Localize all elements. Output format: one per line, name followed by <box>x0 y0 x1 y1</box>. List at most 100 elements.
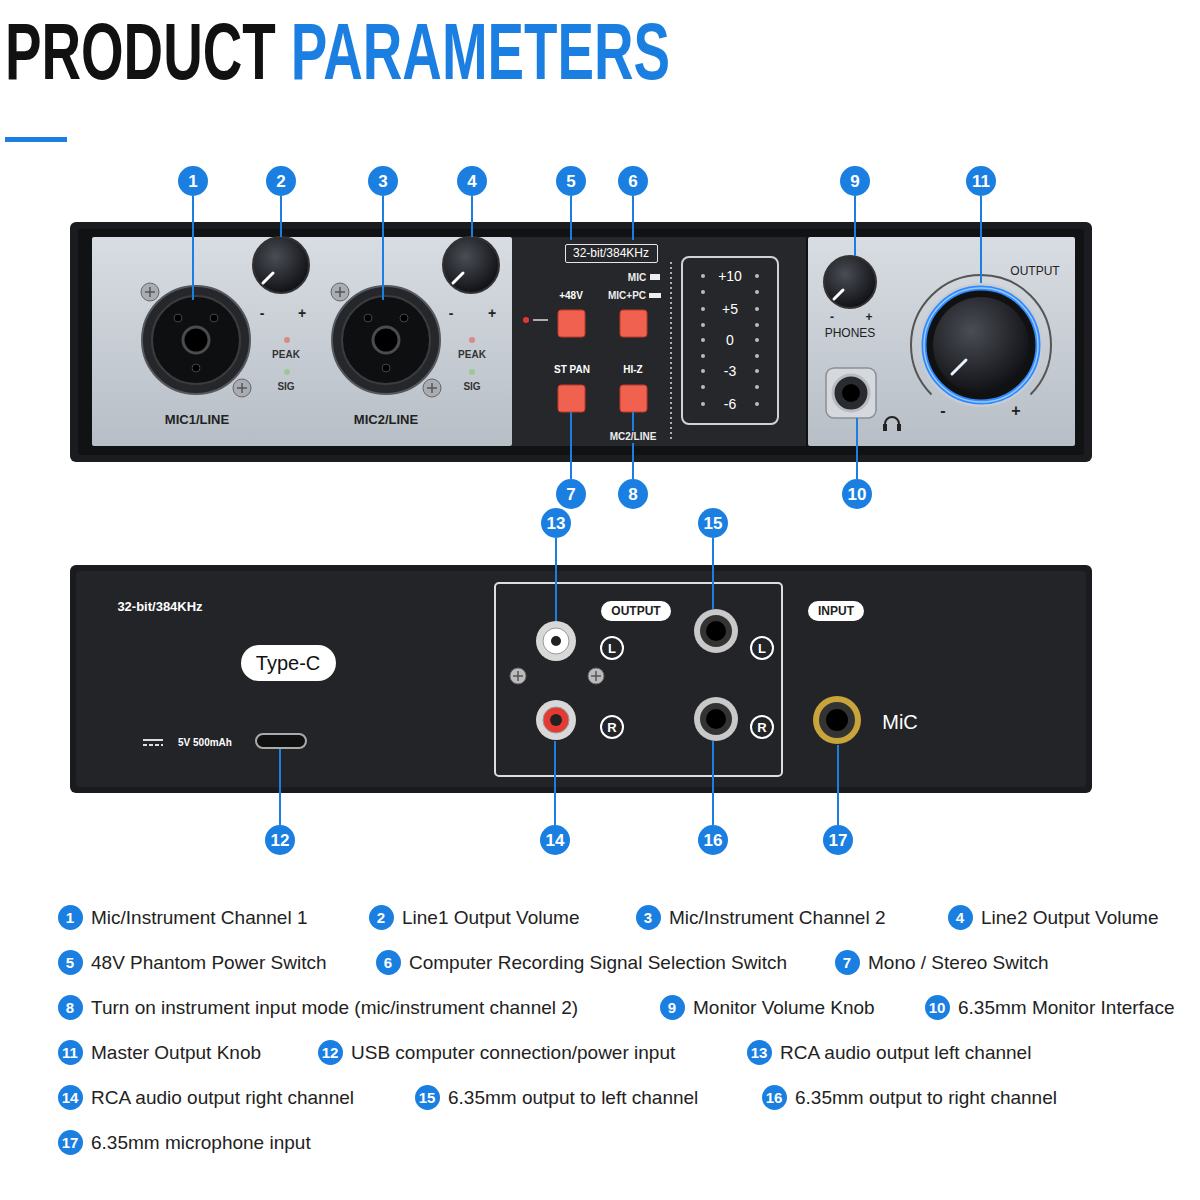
rca-jack <box>543 707 569 733</box>
leader-line <box>837 745 839 825</box>
panel-label: PEAK <box>272 350 300 360</box>
callout-number: 3 <box>368 166 398 196</box>
meter-dots <box>701 323 705 327</box>
xlr-combo-jack <box>145 287 155 297</box>
callout-number: 15 <box>415 1085 440 1110</box>
callout-number: 9 <box>840 166 870 196</box>
callout-digit: 1 <box>188 173 197 190</box>
callout-digit: 16 <box>704 832 723 849</box>
phones-section <box>834 290 843 299</box>
callout-digit: 4 <box>467 173 476 190</box>
leader-line <box>192 196 194 300</box>
xlr-combo-jack <box>373 327 399 353</box>
callout-description: Mic/Instrument Channel 1 <box>91 908 308 927</box>
front-panel <box>70 222 1092 462</box>
output-knob <box>924 288 1038 402</box>
leader-line <box>193 196 981 825</box>
quarter-inch-jack <box>694 697 738 741</box>
xlr-combo-jack <box>427 383 437 393</box>
callout-description: 6.35mm output to left channel <box>448 1088 698 1107</box>
callout-number: 8 <box>58 995 83 1020</box>
meter-value: -6 <box>683 397 777 411</box>
callout-number: 15 <box>698 508 728 538</box>
meter-value: -3 <box>683 364 777 378</box>
meter-dots <box>701 402 705 406</box>
callout-number: 13 <box>747 1040 772 1065</box>
xlr-combo-jack <box>183 327 209 353</box>
callout-digit: 15 <box>704 515 723 532</box>
callout-digit: 1 <box>66 910 74 925</box>
meter-dots <box>701 307 705 311</box>
phones-section <box>824 256 876 308</box>
rear-panel <box>495 583 782 776</box>
callout-description: Turn on instrument input mode (mic/instr… <box>91 998 578 1017</box>
xlr-combo-jack <box>423 379 441 397</box>
meter-dots <box>755 369 759 373</box>
gain-knob <box>453 273 463 283</box>
panel-label: +48V <box>559 291 583 301</box>
callout-digit: 7 <box>843 955 851 970</box>
callout-digit: 2 <box>276 173 285 190</box>
output-knob <box>924 288 1038 402</box>
front-panel <box>808 237 1075 446</box>
leader-line <box>279 749 281 825</box>
callout-number: 17 <box>58 1130 83 1155</box>
meter-dots <box>701 290 705 294</box>
panel-label: - <box>830 311 834 323</box>
callout-digit: 9 <box>850 173 859 190</box>
meter-dots <box>755 307 759 311</box>
meter-dots <box>701 369 705 373</box>
panel-label: MIC <box>628 273 646 283</box>
callout-digit: 7 <box>566 486 575 503</box>
callout-number: 12 <box>265 825 295 855</box>
rear-panel <box>76 571 1086 787</box>
xlr-combo-jack <box>400 314 408 322</box>
phones-section <box>826 368 876 418</box>
panel-tag: OUTPUT <box>601 601 671 621</box>
leader-line <box>554 741 556 825</box>
panel-label: MIC+PC <box>608 291 646 301</box>
callout-digit: 16 <box>766 1090 783 1105</box>
panel-label: R <box>607 721 616 734</box>
panel-label: MIC1/LINE <box>165 413 229 426</box>
callout-digit: 5 <box>566 173 575 190</box>
phones-section <box>833 375 869 411</box>
panel-label: MiC <box>882 712 918 732</box>
xlr-combo-jack <box>210 314 218 322</box>
front-panel <box>512 237 806 446</box>
meter-dots <box>755 290 759 294</box>
callout-description: 6.35mm Monitor Interface <box>958 998 1174 1017</box>
callout-digit: 2 <box>377 910 385 925</box>
xlr-combo-jack <box>342 296 430 384</box>
callout-description: Monitor Volume Knob <box>693 998 875 1017</box>
quarter-inch-jack <box>700 615 732 647</box>
quarter-inch-jack <box>700 703 732 735</box>
callout-number: 5 <box>556 166 586 196</box>
meter-dots <box>755 338 759 342</box>
panel-label: - <box>260 306 265 320</box>
phones-section <box>824 256 901 431</box>
phones-section <box>842 384 860 402</box>
meter-value: +5 <box>683 302 777 316</box>
output-knob <box>933 297 1029 393</box>
callout-digit: 9 <box>668 1000 676 1015</box>
push-button <box>558 310 585 337</box>
quarter-inch-jack <box>826 709 848 731</box>
callout-number: 11 <box>58 1040 83 1065</box>
callout-digit: 13 <box>547 515 566 532</box>
callout-number: 16 <box>698 825 728 855</box>
leader-line <box>570 196 572 240</box>
callout-digit: 14 <box>62 1090 79 1105</box>
callout-digit: 6 <box>384 955 392 970</box>
xlr-combo-jack <box>335 287 345 297</box>
callout-description: Master Output Knob <box>91 1043 261 1062</box>
callout-digit: 17 <box>829 832 848 849</box>
status-led <box>284 369 290 375</box>
status-led <box>533 319 548 321</box>
callout-digit: 6 <box>628 173 637 190</box>
meter-dots <box>755 274 759 278</box>
front-panel <box>78 229 1084 455</box>
quarter-inch-jack <box>694 609 861 744</box>
xlr-combo-jack <box>174 314 182 322</box>
